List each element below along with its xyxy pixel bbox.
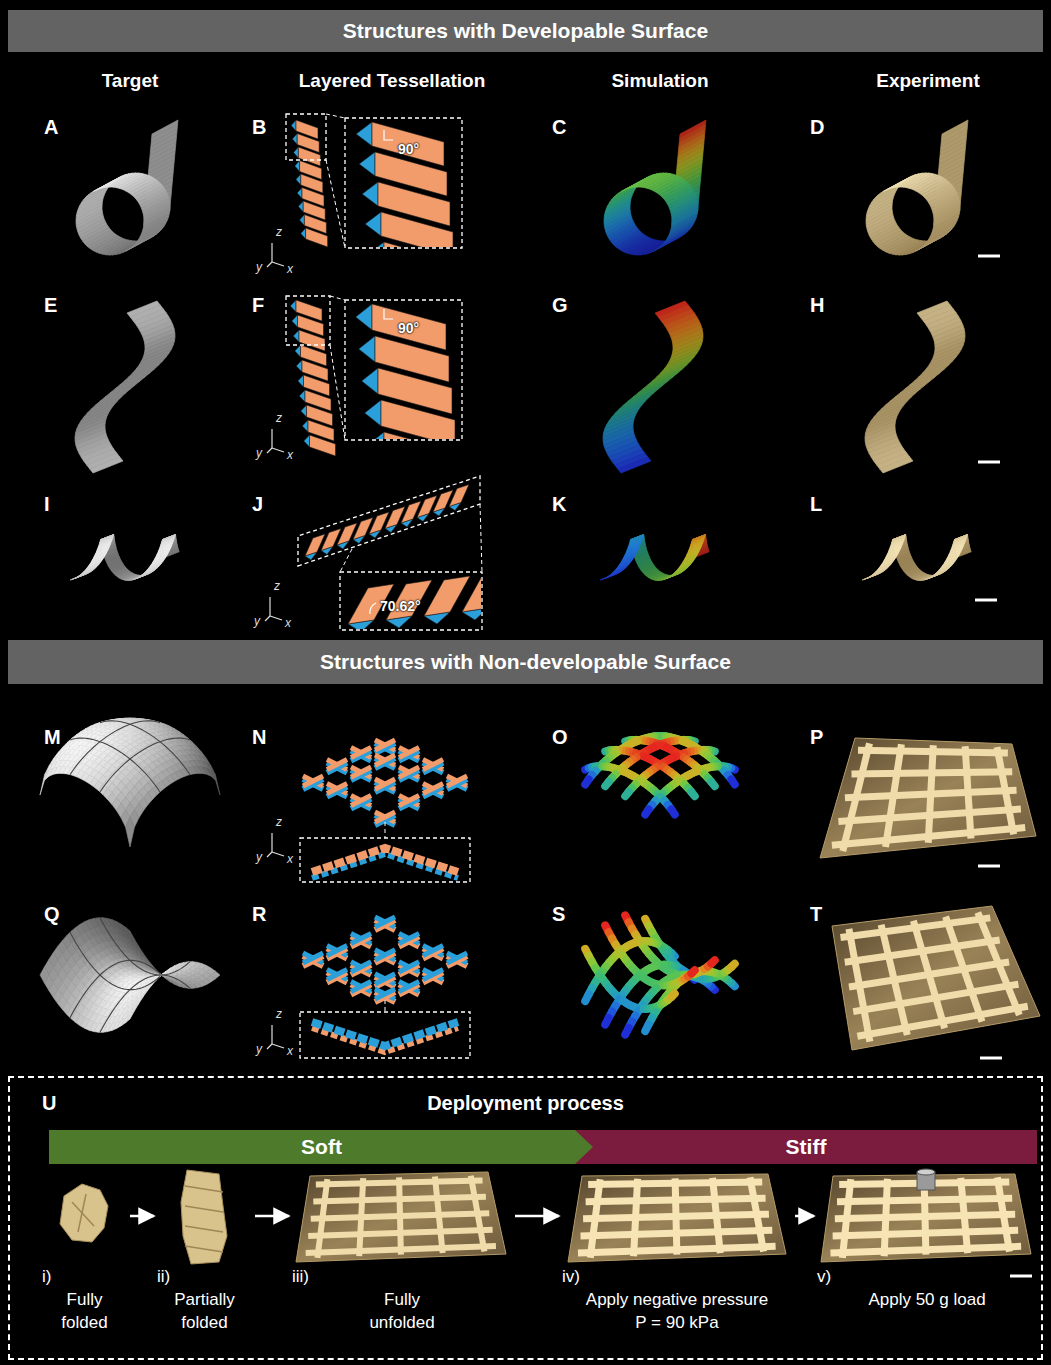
surface-grid-line	[100, 975, 190, 1032]
target-surface	[135, 996, 144, 1007]
exp-shape	[865, 301, 965, 473]
exp-shape	[862, 535, 971, 581]
sim-ribbon	[731, 779, 734, 784]
sim-ribbon	[672, 208, 698, 225]
exp-shape	[866, 120, 968, 255]
exp-ribbon	[934, 208, 960, 225]
exp-ribbon	[915, 236, 944, 252]
target-ribbon	[144, 208, 170, 225]
sim-ribbon	[731, 964, 734, 967]
target-shape	[76, 120, 178, 255]
sim-ribbon	[618, 457, 651, 473]
target-ribbon	[125, 236, 154, 252]
target-shape	[70, 535, 179, 581]
target-shape	[75, 301, 175, 473]
sim-ribbon	[585, 779, 588, 784]
target-shape	[40, 718, 220, 847]
surface-grid-line	[70, 960, 160, 1017]
sim-shape	[585, 915, 735, 1034]
target-surface	[130, 1003, 139, 1014]
exp-ribbon	[886, 550, 900, 556]
surface-grid-line	[70, 738, 160, 792]
sim-ribbon	[605, 782, 608, 786]
sim-ribbon	[624, 550, 638, 556]
sim-shape	[600, 535, 709, 581]
sim-shape	[585, 736, 735, 814]
target-shape	[40, 918, 220, 1033]
sim-shape	[603, 301, 703, 473]
sim-ribbon	[686, 550, 700, 556]
target-surface	[126, 1011, 135, 1023]
surface-grid-line	[100, 918, 190, 975]
sim-ribbon	[625, 792, 628, 796]
surface-grid-line	[70, 932, 160, 989]
sim-ribbon	[653, 236, 682, 252]
sim-ribbon	[585, 994, 588, 1001]
sim-ribbon	[711, 782, 714, 786]
sim-ribbon	[691, 792, 694, 796]
sim-ribbon	[645, 809, 648, 814]
target-ribbon	[156, 550, 170, 556]
sim-ribbon	[671, 809, 674, 814]
target-surface	[126, 817, 135, 847]
target-ribbon	[90, 457, 123, 473]
target-ribbon	[94, 550, 108, 556]
surface-grid-line	[100, 738, 190, 792]
exp-ribbon	[880, 457, 913, 473]
sim-shape	[604, 120, 706, 255]
exp-ribbon	[948, 550, 962, 556]
